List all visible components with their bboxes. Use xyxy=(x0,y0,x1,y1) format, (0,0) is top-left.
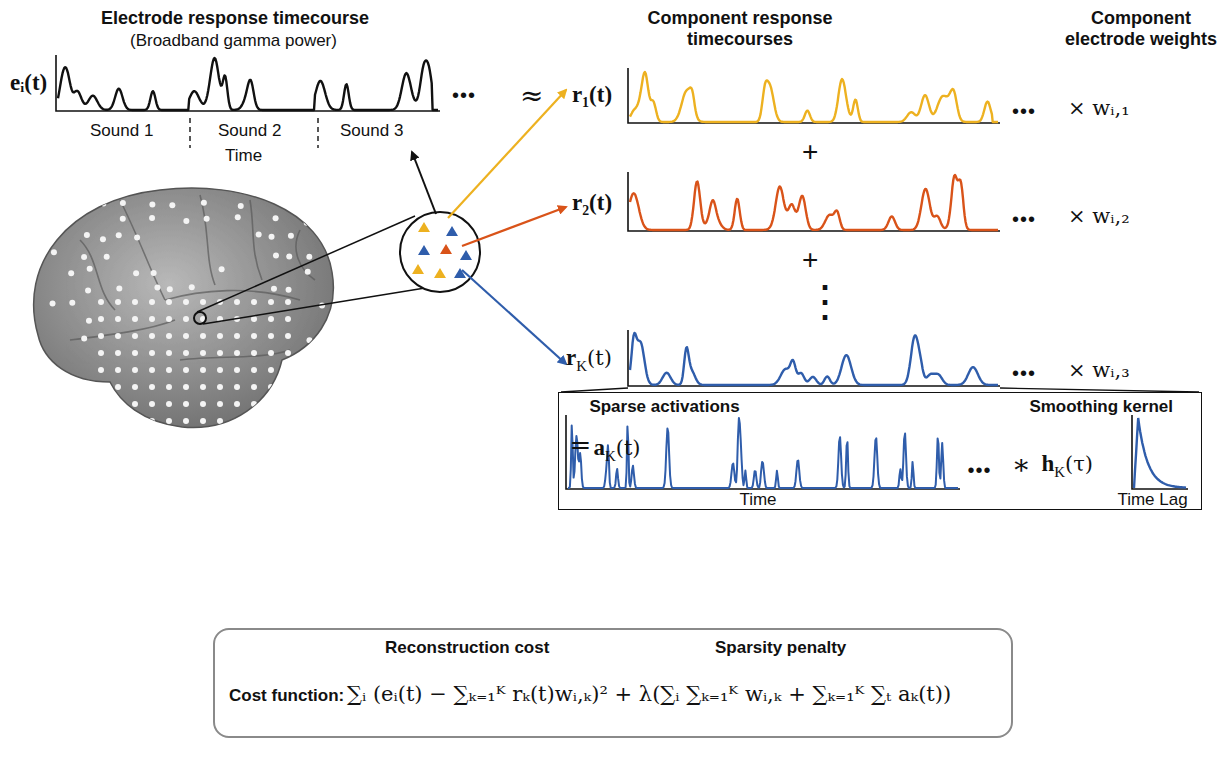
plot-subtitle: (Broadband gamma power) xyxy=(130,31,337,51)
timecourse-curve xyxy=(630,72,998,122)
math-text: (t) xyxy=(616,436,641,460)
panel-title: Sparse activations xyxy=(589,397,739,417)
timecourse-curve xyxy=(630,175,998,230)
subscript: K xyxy=(576,358,587,374)
signal-label: eᵢ(t) xyxy=(10,70,47,96)
segment-label: Sound 1 xyxy=(90,121,153,141)
kernel-label: hK(τ) xyxy=(1041,451,1093,476)
column-title: Component response timecourses xyxy=(630,8,850,49)
ellipsis: ••• xyxy=(967,459,991,482)
math-text: r xyxy=(566,345,576,370)
convolution-symbol: ∗ xyxy=(1011,449,1030,481)
segment-label: Sound 2 xyxy=(218,121,281,141)
timecourse-curve xyxy=(568,418,958,488)
ellipsis: ••• xyxy=(1012,362,1036,385)
subscript: K xyxy=(605,448,616,464)
panel-title: Smoothing kernel xyxy=(1029,397,1173,417)
segment-label: Sound 3 xyxy=(340,121,403,141)
ellipsis: ••• xyxy=(1012,208,1036,231)
equals-sign: = xyxy=(569,431,591,461)
subscript: K xyxy=(1054,464,1065,480)
weight-label: × wᵢ,₃ xyxy=(1068,358,1130,382)
component-label: r₁(t) xyxy=(572,82,612,108)
weight-label: × wᵢ,₂ xyxy=(1068,204,1130,228)
kernel-curve xyxy=(1134,418,1186,488)
timecourse-curve xyxy=(630,333,998,385)
axis-label: Time xyxy=(739,490,776,510)
inset-box: Sparse activationsSmoothing kernel=aK(t)… xyxy=(558,392,1201,510)
approx-symbol: ≈ xyxy=(520,80,543,112)
activation-label: aK(t) xyxy=(593,435,640,460)
math-text: h xyxy=(1041,451,1054,476)
formula-title: Cost function: xyxy=(229,686,344,706)
math-text: (t) xyxy=(587,346,612,370)
math-text: a xyxy=(593,435,605,460)
plot-title: Electrode response timecourse xyxy=(85,8,385,29)
ellipsis: ••• xyxy=(1012,100,1036,123)
component-label: rK(t) xyxy=(566,345,612,370)
term-title: Sparsity penalty xyxy=(715,638,846,658)
axis-label: Time xyxy=(225,146,262,166)
math-text: (τ) xyxy=(1065,452,1093,476)
column-title: Component electrode weights xyxy=(1062,8,1220,49)
weight-label: × wᵢ,₁ xyxy=(1068,96,1130,120)
plus-sign: + xyxy=(802,244,818,276)
vertical-ellipsis: ⋮ xyxy=(803,276,847,327)
ellipsis: ••• xyxy=(452,84,476,107)
component-label: r₂(t) xyxy=(572,190,612,216)
term-title: Reconstruction cost xyxy=(385,638,549,658)
timecourse-curve xyxy=(58,58,438,110)
cost-function-box: Reconstruction cost Sparsity penaltyCost … xyxy=(213,628,1013,738)
axis-label: Time Lag xyxy=(1117,490,1187,510)
formula: ∑ᵢ (eᵢ(t) − ∑ₖ₌₁ᴷ rₖ(t)wᵢ,ₖ)² + λ(∑ᵢ ∑ₖ₌… xyxy=(347,682,951,706)
plus-sign: + xyxy=(802,136,818,168)
